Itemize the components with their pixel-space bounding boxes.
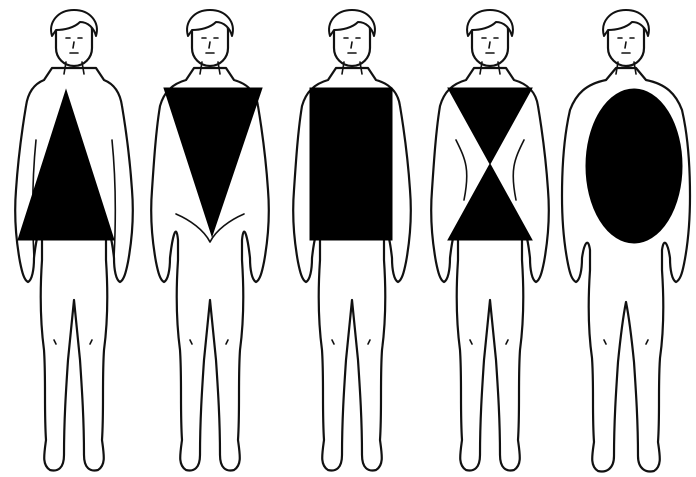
oval-shape [586,89,682,243]
rectangle-shape [310,88,392,240]
figure-rectangle [293,10,411,470]
figure-triangle [15,10,133,470]
figure-hourglass [431,10,549,470]
figure-oval [562,10,690,471]
figure-inverted-triangle-outline [151,10,269,470]
figure-inverted-triangle [151,10,269,470]
